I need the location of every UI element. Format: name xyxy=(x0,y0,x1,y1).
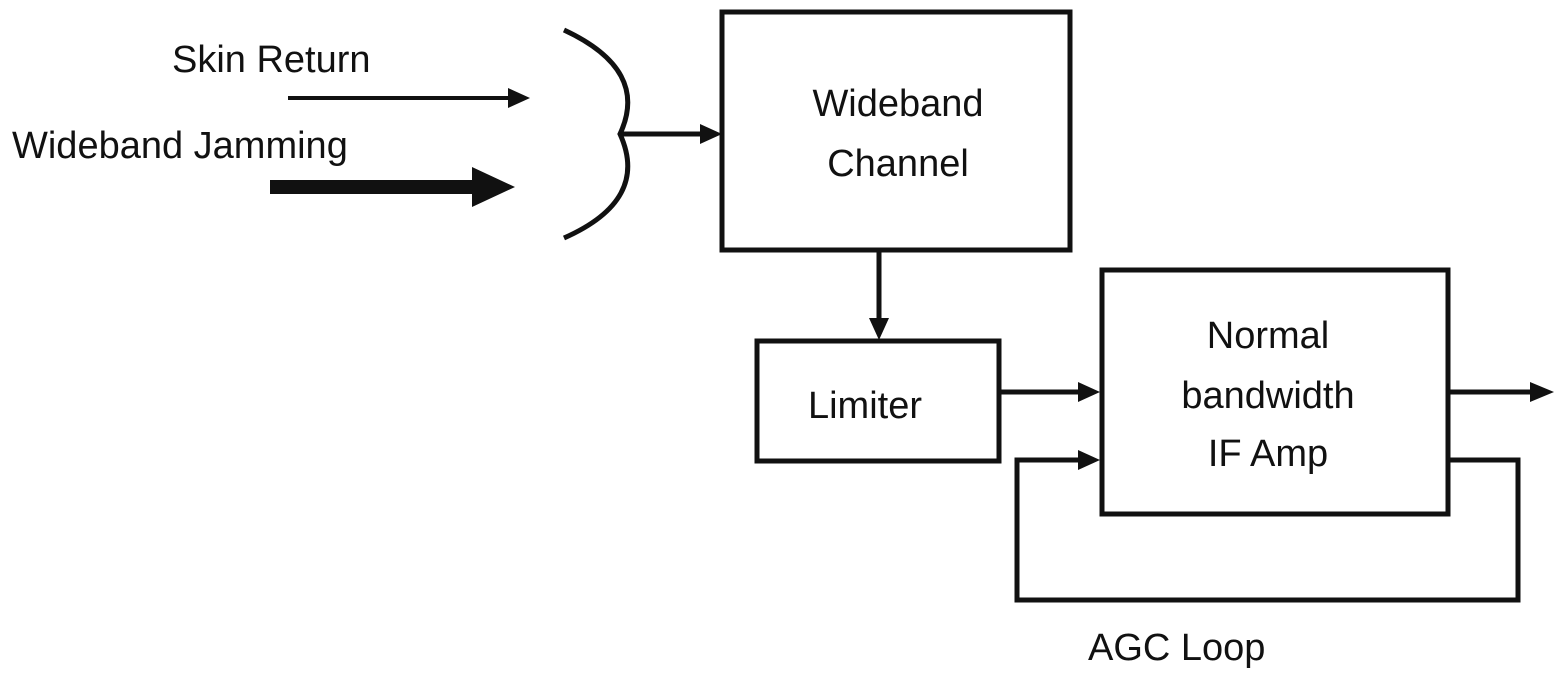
skin-return-label: Skin Return xyxy=(172,39,371,81)
agc-loop xyxy=(1014,450,1521,603)
wideband-channel-line-1: Wideband xyxy=(812,83,983,125)
limiter-to-amp-arrow xyxy=(999,382,1100,402)
antenna-to-channel-arrow xyxy=(620,124,722,144)
if-amp-line-2: bandwidth xyxy=(1181,375,1354,417)
antenna-arc xyxy=(562,27,631,241)
output-arrow xyxy=(1448,382,1554,402)
wideband-channel-line-2: Channel xyxy=(827,143,969,185)
wideband-jamming-arrow xyxy=(270,167,515,207)
if-amp-line-3: IF Amp xyxy=(1208,433,1328,475)
skin-return-arrow xyxy=(288,88,530,108)
if-amp-line-1: Normal xyxy=(1207,315,1329,357)
channel-to-limiter-arrow xyxy=(869,250,889,340)
if-amp-block: Normal bandwidth IF Amp xyxy=(1099,267,1451,517)
limiter-block: Limiter xyxy=(754,338,1002,464)
wideband-jamming-label: Wideband Jamming xyxy=(12,125,348,167)
agc-loop-label: AGC Loop xyxy=(1088,627,1265,669)
wideband-channel-block: Wideband Channel xyxy=(719,9,1073,253)
limiter-label: Limiter xyxy=(808,385,922,427)
